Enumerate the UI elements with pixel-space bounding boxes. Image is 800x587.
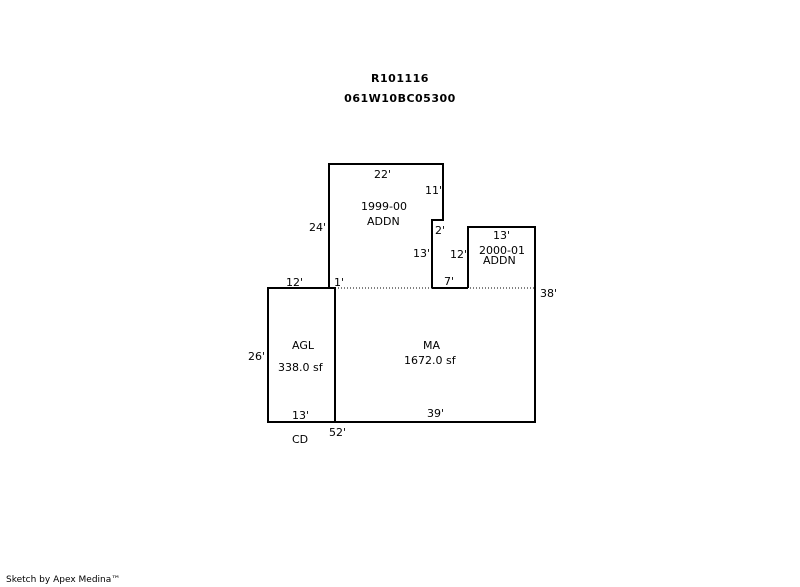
dim-ma-bottom: 39' (427, 407, 445, 420)
dim-addn-left: 24' (309, 221, 327, 234)
dim-addn-top: 22' (374, 168, 392, 181)
sketch-credit: Sketch by Apex Medina™ (6, 575, 121, 585)
addn-2000-year-label: 2000-01 (479, 244, 525, 257)
sketch-subtitle: 061W10BC05300 (344, 92, 456, 105)
dim-offset: 1' (334, 276, 345, 289)
dim-addn2-top: 13' (493, 229, 511, 242)
agl-outline (267, 287, 336, 423)
dim-agl-left: 26' (248, 350, 266, 363)
dim-ma-right: 38' (540, 287, 558, 300)
dim-addn-right-upper: 11' (425, 184, 443, 197)
sketch-title: R101116 (371, 72, 429, 85)
addn-2000-type-label: ADDN (483, 254, 516, 267)
dim-total-bottom: 52' (329, 426, 347, 439)
addn-1999-type-label: ADDN (367, 215, 400, 228)
addn-2000-outline (467, 226, 536, 288)
dim-agl-top: 12' (286, 276, 304, 289)
dim-addn-notch: 2' (435, 224, 446, 237)
addn-1999-outline (328, 163, 444, 288)
dim-gap-width: 7' (444, 275, 455, 288)
dim-addn2-left: 12' (450, 248, 468, 261)
agl-name-label: AGL (292, 339, 314, 352)
dim-addn-right-lower: 13' (413, 247, 431, 260)
cd-label: CD (292, 433, 309, 446)
addn-1999-year-label: 1999-00 (361, 200, 407, 213)
dim-agl-bottom: 13' (292, 409, 310, 422)
ma-area-label: 1672.0 sf (404, 354, 456, 367)
ma-outline (334, 288, 536, 423)
agl-area-label: 338.0 sf (278, 361, 323, 374)
ma-name-label: MA (423, 339, 441, 352)
